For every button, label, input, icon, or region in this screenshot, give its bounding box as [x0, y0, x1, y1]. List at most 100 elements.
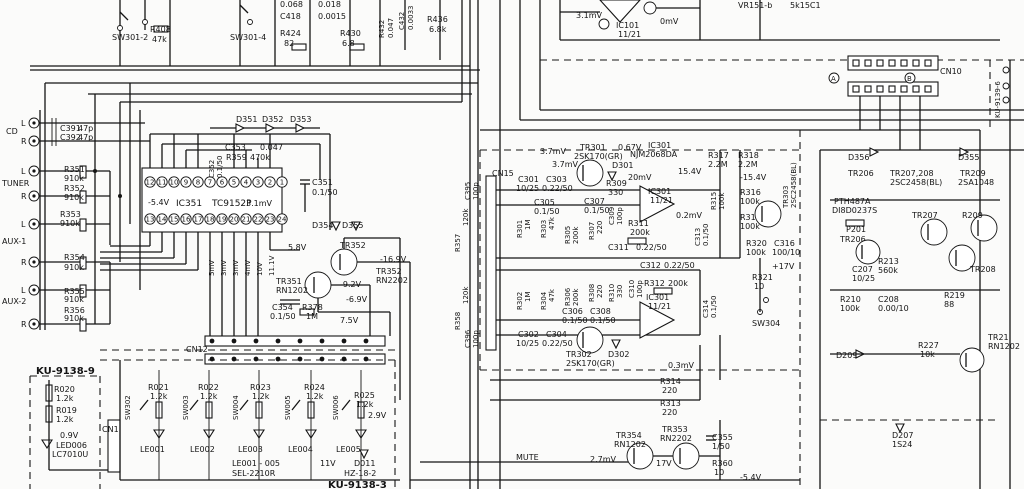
- r219-label: R219: [944, 291, 965, 300]
- c306-value: 0.1/50: [562, 316, 588, 325]
- cn12-pin: [297, 356, 303, 362]
- led003-label: LE003: [238, 445, 263, 454]
- tr352-label-b: TR352: [375, 267, 402, 276]
- c207-label: C207: [852, 265, 873, 274]
- r358-value: 120k: [462, 286, 470, 304]
- aux2-label: AUX-2: [2, 297, 26, 306]
- led-range-label: LE001 - 005: [232, 459, 280, 468]
- led001-label: LE001: [140, 445, 165, 454]
- r309-label: R309: [606, 179, 627, 188]
- cd-label: CD: [6, 127, 18, 136]
- c432-value: 0.0033: [407, 6, 415, 31]
- c351-label: C351: [312, 178, 333, 187]
- cn10-pin: [852, 59, 860, 67]
- ic351-pin-circle: [216, 176, 228, 188]
- top-ic101: 3.1mV IC101 11/21 0mV VR151-b 5k15C1: [560, 0, 821, 40]
- c311-value: 0.22/50: [636, 243, 667, 252]
- c310-label: C310: [628, 280, 636, 298]
- c307-label: C307: [584, 197, 605, 206]
- r227-label: R227: [918, 341, 939, 350]
- c308-label: C308: [590, 307, 611, 316]
- r359-label: R359: [226, 153, 247, 162]
- ic351-pin-label: 6: [220, 179, 225, 187]
- d351-label: D351: [236, 115, 257, 124]
- r321-label: R321: [752, 273, 773, 282]
- tr303-part: 2SC2458(BL): [790, 162, 798, 208]
- c395-value: 100p: [472, 182, 480, 200]
- top-switch-block: SW301-2 R408 47k SW301-4 0.068 0.018 C41…: [112, 0, 448, 66]
- r301-label: R301: [516, 220, 524, 238]
- supply-v-3: 3mV: [232, 260, 240, 276]
- r213-label: R213: [878, 257, 899, 266]
- r315-label: R315: [710, 192, 718, 210]
- ic351-pin-circle: [228, 176, 240, 188]
- r307-label: R307: [588, 222, 596, 240]
- cn15-label: CN15: [492, 169, 514, 178]
- cn10-pin: [912, 59, 920, 67]
- r355-value: 910k: [64, 295, 84, 304]
- cn12-pin: [319, 356, 325, 362]
- ic351-pin-label: 13: [146, 216, 155, 224]
- r302-value: 1M: [524, 292, 532, 303]
- r360-label: R360: [712, 459, 733, 468]
- tr302-part: 2SK170(GR): [566, 359, 615, 368]
- ic101-value: 11/21: [618, 30, 641, 39]
- switch-contact: [341, 399, 351, 411]
- r356-value: 910k: [64, 314, 84, 323]
- d355-right-label: D355: [958, 153, 979, 162]
- tr206b-label: TR206: [839, 235, 866, 244]
- led006-part: LC7010U: [52, 450, 88, 459]
- d353-label: D353: [290, 115, 311, 124]
- ic101-label: IC101: [616, 21, 639, 30]
- supply-v-1: 5mV: [208, 260, 216, 276]
- cn12-pin: [341, 356, 347, 362]
- sw005-label: SW005: [284, 395, 292, 420]
- r315-value: 100k: [718, 192, 726, 210]
- r430-value: 6.8: [342, 39, 355, 48]
- r210-value: 100k: [840, 304, 860, 313]
- d354-label: D354: [312, 221, 333, 230]
- ic351-pin-circle: [144, 213, 156, 225]
- cn12-pin: [341, 338, 347, 344]
- aux1-jacks: L R AUX-1: [2, 218, 40, 268]
- ic351-pin-circle: [252, 213, 264, 225]
- mv02-label: 0.2mV: [676, 211, 703, 220]
- r357-label: R357: [454, 234, 462, 252]
- ic351-pin-circle: [276, 176, 288, 188]
- led006-label: LED006: [56, 441, 87, 450]
- r424-value: 82: [284, 39, 294, 48]
- ic351-pin-label: 18: [206, 216, 215, 224]
- led-cells: [139, 370, 367, 480]
- r355-label: R355: [64, 287, 85, 296]
- r020-value: 1.2k: [56, 394, 74, 403]
- ic351-support: D351 D352 D353 C353 0.047 R359 470k C352…: [208, 115, 363, 252]
- ku-right-label: KU-9139-6: [994, 81, 1002, 118]
- c352-label: C352: [208, 160, 216, 178]
- tr21-label: TR21: [987, 333, 1009, 342]
- r301-value: 1M: [524, 220, 532, 231]
- tr302-label: TR302: [565, 350, 592, 359]
- mute-v50: -5.4V: [740, 473, 762, 482]
- r320-value: 100k: [746, 248, 766, 257]
- amp-section: CN15 C395 100p R357 120k R358 120k C396 …: [454, 141, 800, 417]
- ic351-pin-circle: [180, 213, 192, 225]
- tr207-part: 2SC2458(BL): [890, 178, 942, 187]
- switch-contact: [189, 399, 199, 411]
- ic301a-label: IC301: [648, 187, 671, 196]
- r025-value: 1.2k: [356, 400, 374, 409]
- c309-label: C309: [608, 207, 616, 225]
- r351-label: R351: [64, 165, 85, 174]
- c351-value: 0.1/50: [312, 188, 338, 197]
- ic351-pin-circle: [216, 213, 228, 225]
- c309-value: 100p: [616, 207, 624, 225]
- ic351-vleft: -5.4V: [148, 198, 170, 207]
- c391-value: 47p: [78, 124, 93, 133]
- cn10-pin: [876, 85, 884, 93]
- v92-label: -9.2V: [340, 280, 362, 289]
- d011-part: HZ-18-2: [344, 469, 376, 478]
- cn10-pin: [888, 59, 896, 67]
- marker-b: B: [907, 75, 912, 83]
- cd-l: L: [21, 119, 26, 128]
- cn12-pin: [319, 338, 325, 344]
- v69-label: -6.9V: [346, 295, 368, 304]
